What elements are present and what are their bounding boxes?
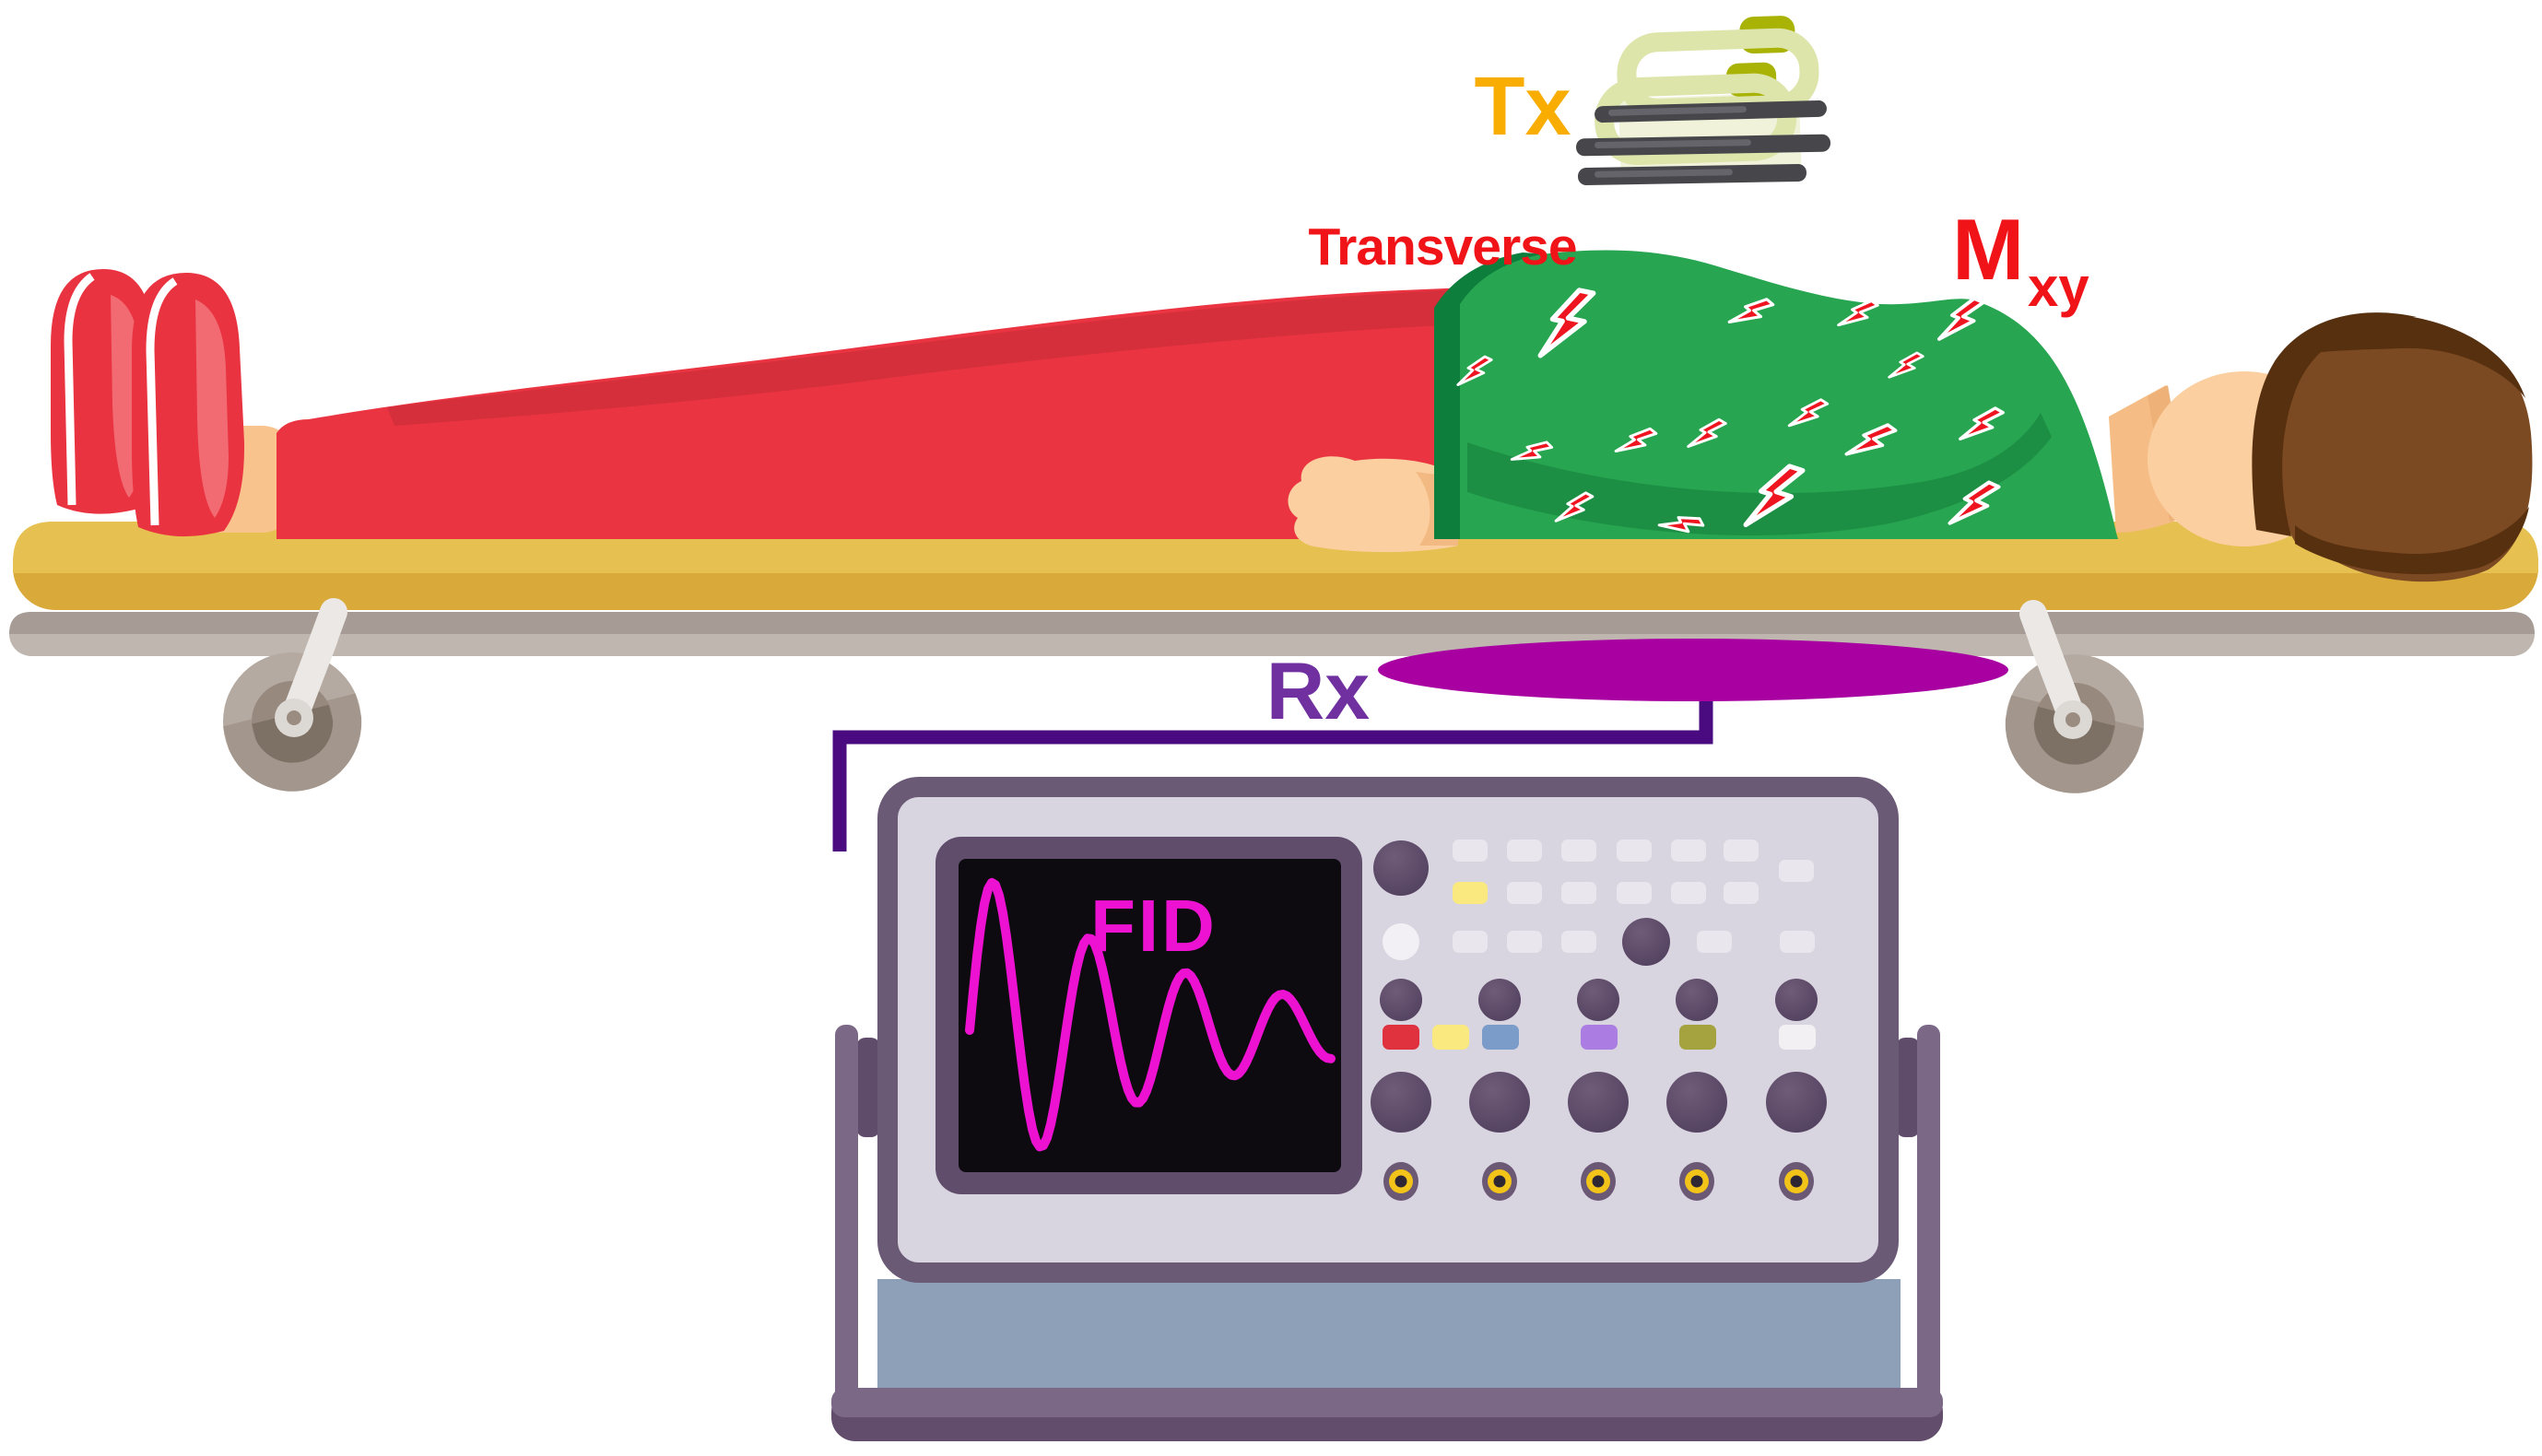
fid-trace: [965, 877, 1336, 1152]
tx-label: Tx: [1474, 61, 1571, 153]
fid-label: FID: [1090, 885, 1218, 967]
scope-base: [877, 1279, 1901, 1388]
patient-hand: [1288, 456, 1458, 553]
patient-shoes: [51, 269, 245, 537]
underframe-bar-shadow: [9, 612, 2535, 634]
scope-hinge-right: [1896, 1038, 1920, 1137]
panel-button: [1671, 840, 1706, 862]
shoe-front-highlight: [195, 299, 229, 518]
transverse-label: Transverse: [1308, 217, 1576, 276]
panel-button: [1780, 931, 1815, 953]
bnc-center: [1395, 1175, 1407, 1188]
tx-coil-bar-sheen: [1594, 169, 1733, 178]
scope-stand-post-left: [835, 1025, 858, 1415]
knob: [1373, 840, 1429, 896]
panel-button: [1561, 931, 1596, 953]
rx-coil: [1378, 639, 2008, 701]
panel-button: [1617, 882, 1652, 904]
shoe-front-stripe: [146, 277, 178, 526]
panel-button-yellow: [1453, 882, 1488, 904]
panel-button-colored: [1679, 1025, 1716, 1050]
panel-button-colored: [1581, 1025, 1618, 1050]
bnc-center: [1690, 1175, 1703, 1188]
patient-hair-dark-front: [2252, 312, 2417, 536]
shoe-back-stripe: [64, 273, 95, 506]
panel-button: [1507, 840, 1542, 862]
panel-button: [1617, 840, 1652, 862]
bnc-center: [1493, 1175, 1506, 1188]
panel-button-round: [1383, 923, 1419, 960]
scope-hinge-left: [856, 1038, 880, 1137]
panel-button: [1697, 931, 1732, 953]
signal-wire: [832, 693, 1713, 851]
tx-coil-icon: [1576, 16, 1830, 186]
patient-hair: [2270, 319, 2533, 582]
big-knob: [1469, 1072, 1530, 1133]
oscilloscope: FID: [831, 777, 1943, 1441]
knob: [1775, 979, 1818, 1021]
bnc-center: [1790, 1175, 1803, 1188]
table-underframe: [9, 612, 2535, 656]
panel-button: [1507, 931, 1542, 953]
panel-button: [1453, 840, 1488, 862]
knob: [1676, 979, 1718, 1021]
rx-label: Rx: [1266, 645, 1371, 736]
panel-button-colored: [1482, 1025, 1519, 1050]
knob: [1622, 918, 1670, 966]
mxy-label: M: [1952, 201, 2024, 298]
patient-chin: [2179, 474, 2242, 536]
patient-shirt-fold: [1467, 413, 2052, 535]
panel-button-colored: [1383, 1025, 1419, 1050]
panel-button: [1561, 882, 1596, 904]
big-knob: [1766, 1072, 1827, 1133]
panel-button: [1724, 882, 1759, 904]
patient-hair-dark-top: [2275, 314, 2525, 398]
patient: [51, 250, 2533, 582]
panel-button: [1724, 840, 1759, 862]
knob: [1380, 979, 1422, 1021]
knob: [1478, 979, 1521, 1021]
panel-button-colored: [1779, 1025, 1816, 1050]
scope-stand-bar: [831, 1388, 1943, 1417]
knob: [1577, 979, 1619, 1021]
panel-button: [1779, 860, 1814, 882]
big-knob: [1568, 1072, 1629, 1133]
patient-legs: [277, 288, 1471, 539]
panel-button: [1453, 931, 1488, 953]
mxy-subscript-label: xy: [2028, 256, 2089, 318]
patient-hair-dark-bottom: [2295, 507, 2529, 575]
panel-button: [1507, 882, 1542, 904]
panel-button: [1561, 840, 1596, 862]
bnc-center: [1592, 1175, 1605, 1188]
big-knob: [1666, 1072, 1727, 1133]
big-knob: [1371, 1072, 1431, 1133]
scope-controls: [1371, 840, 1827, 1201]
panel-button-colored: [1432, 1025, 1469, 1050]
panel-button: [1671, 882, 1706, 904]
patient-legs-shade: [387, 289, 1465, 426]
scope-stand-post-right: [1917, 1025, 1940, 1415]
tx-coil-bar-sheen: [1594, 139, 1751, 148]
tx-coil-bar-sheen: [1607, 106, 1747, 116]
